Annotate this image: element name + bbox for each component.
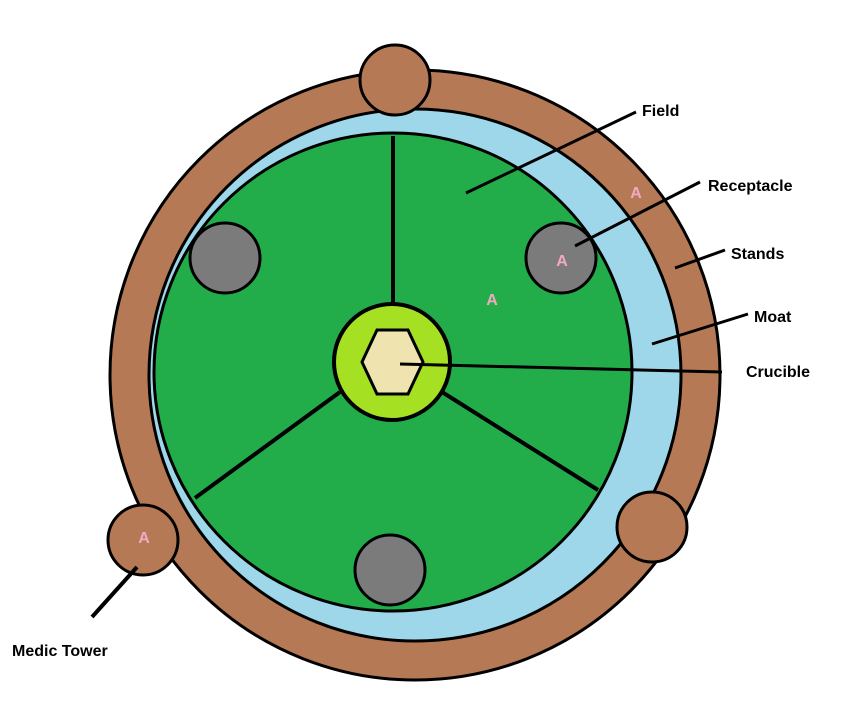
medic-tower-top	[358, 43, 432, 117]
label-moat: Moat	[754, 309, 792, 326]
label-crucible: Crucible	[746, 364, 810, 381]
field-divider-left	[193, 390, 342, 500]
a-marker-medic-tower: A	[138, 530, 150, 547]
receptacle-right	[524, 221, 598, 295]
label-field: Field	[642, 103, 679, 120]
receptacle-left	[188, 221, 262, 295]
leader-moat	[651, 312, 749, 346]
label-receptacle: Receptacle	[708, 178, 793, 195]
medic-tower-left	[106, 503, 180, 577]
leader-crucible	[399, 362, 723, 374]
label-stands: Stands	[731, 246, 784, 263]
leader-receptacle	[574, 180, 701, 248]
label-medic-tower: Medic Tower	[12, 643, 108, 660]
medic-tower-right	[615, 490, 689, 564]
receptacle-bottom	[353, 533, 427, 607]
leader-field	[465, 110, 637, 195]
field-divider-right	[440, 390, 600, 492]
leader-stands	[674, 248, 726, 270]
a-marker-receptacle: A	[556, 253, 568, 270]
a-marker-field: A	[486, 292, 498, 309]
leader-medic-tower	[90, 565, 139, 619]
crucible-core	[360, 328, 425, 396]
a-marker-stands: A	[630, 185, 642, 202]
